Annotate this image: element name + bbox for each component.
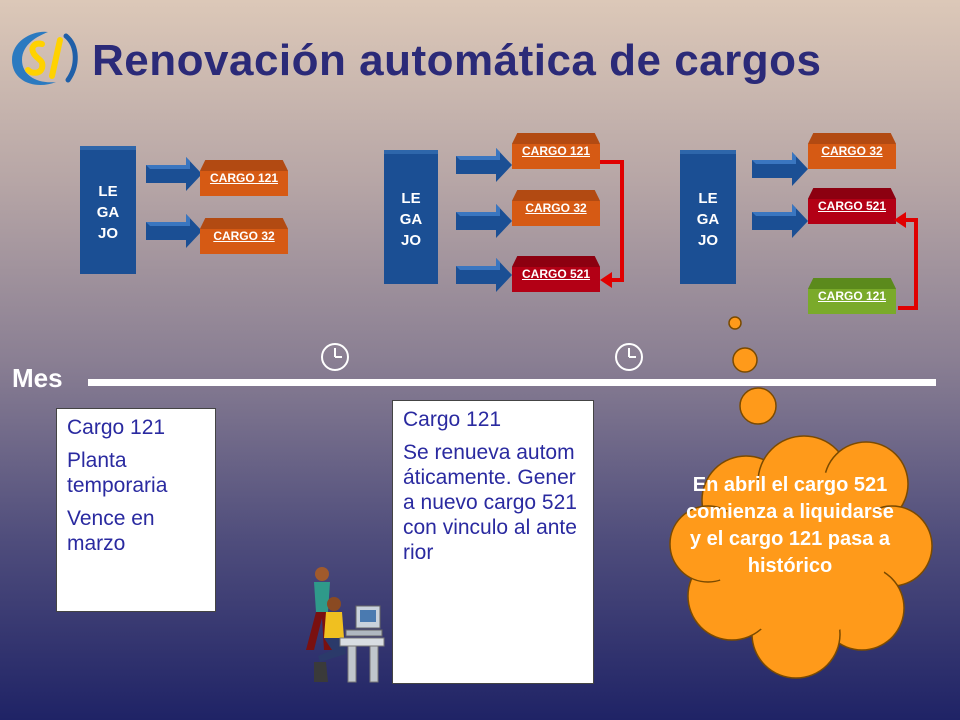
si-logo <box>12 31 78 86</box>
thought-cloud <box>669 316 933 679</box>
page-title: Renovación automática de cargos <box>92 36 822 85</box>
cargo-box: CARGO 521 <box>808 188 896 224</box>
legajo-box: LE GA JO <box>384 150 438 284</box>
timeline-label: Mes <box>12 363 63 393</box>
cloud-text: En abril el cargo 521 comienza a liquida… <box>686 474 894 577</box>
clock-icon <box>615 343 643 371</box>
note-line: Cargo 121 <box>403 408 502 431</box>
legajo-label: LE GA JO <box>96 182 120 242</box>
cargo-box: CARGO 521 <box>512 256 600 292</box>
legajo-label: LE GA JO <box>696 189 720 249</box>
legajo-box: LE GA JO <box>80 146 136 274</box>
clock-icon <box>321 343 349 371</box>
cargo-box: CARGO 121 <box>200 160 288 196</box>
cargo-box: CARGO 121 <box>512 133 600 169</box>
arrow-right-icon <box>456 204 512 238</box>
arrow-right-icon <box>456 148 512 182</box>
legajo-label: LE GA JO <box>399 189 423 249</box>
note-box-middle: Cargo 121 Se renueva automáticamente. Ge… <box>392 400 594 684</box>
cargo-box: CARGO 121 <box>808 278 896 314</box>
arrow-right-icon <box>456 258 512 292</box>
arrow-right-icon <box>752 204 808 238</box>
note-line: Vence en marzo <box>67 507 155 555</box>
legajo-box: LE GA JO <box>680 150 736 284</box>
arrow-right-icon <box>146 157 202 191</box>
arrow-right-icon <box>752 152 808 186</box>
cargo-box: CARGO 32 <box>200 218 288 254</box>
cargo-box: CARGO 32 <box>808 133 896 169</box>
arrow-right-icon <box>146 214 202 248</box>
people-at-computer-illustration <box>306 567 385 683</box>
link-arrow-icon <box>600 160 624 288</box>
timeline-line <box>88 379 936 386</box>
note-line: Planta temporaria <box>67 449 168 497</box>
note-line: Cargo 121 <box>67 416 166 439</box>
note-line: Se renueva automáticamente. Genera nuevo… <box>403 441 577 564</box>
note-box-left: Cargo 121 Planta temporaria Vence en mar… <box>56 408 216 612</box>
link-arrow-icon <box>894 212 918 310</box>
cargo-box: CARGO 32 <box>512 190 600 226</box>
